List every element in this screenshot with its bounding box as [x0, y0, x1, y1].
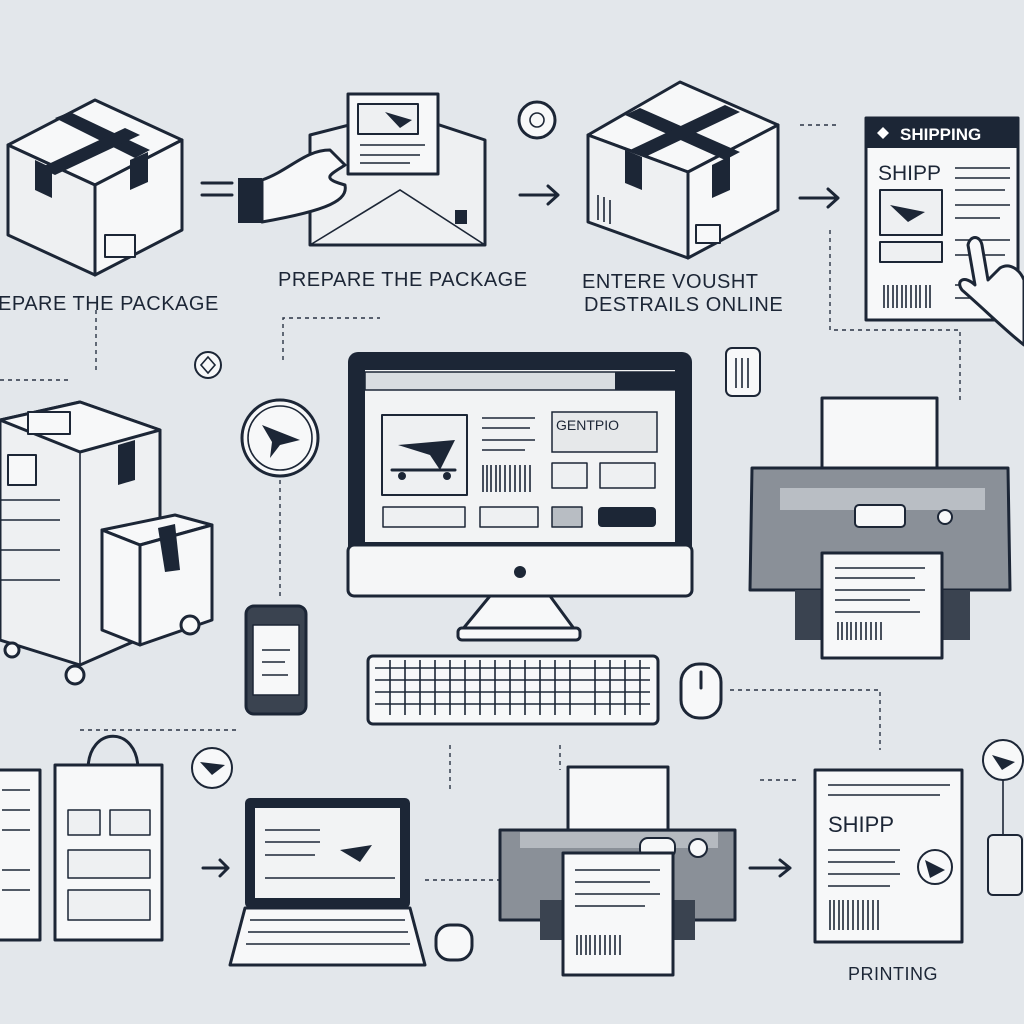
- delivery-cart-with-boxes: [0, 400, 214, 686]
- printer-bottom: [498, 765, 737, 977]
- screen-field-2[interactable]: [479, 506, 539, 528]
- shopping-bag: [53, 734, 164, 942]
- shipping-form-header: SHIPPING: [900, 125, 981, 144]
- arrow-2: [518, 184, 560, 206]
- package-box-1: [6, 98, 184, 277]
- connector-lines: [0, 124, 961, 881]
- arrow-3: [798, 187, 840, 209]
- luggage-tag-icon: [982, 739, 1024, 896]
- package-box-2: [586, 80, 780, 260]
- plane-badge-icon: [191, 747, 233, 789]
- location-pin-icon: [517, 100, 557, 140]
- printer-right: [748, 396, 1012, 660]
- arrow-4: [201, 858, 230, 878]
- keyboard: [366, 654, 660, 726]
- mouse-small: [434, 923, 474, 962]
- document-stack: [0, 768, 42, 942]
- screen-field[interactable]: [382, 506, 466, 528]
- clock-plane-icon: [240, 398, 320, 478]
- screen-cancel-button[interactable]: [551, 506, 583, 528]
- desktop-monitor: GENTPIO: [346, 352, 694, 642]
- shipping-label-title: SHIPP: [828, 812, 894, 837]
- shipping-form-title: SHIPP: [878, 162, 941, 185]
- step-label-enter-details-line2: DESTRAILS ONLINE: [584, 294, 783, 316]
- mouse: [679, 662, 723, 720]
- diamond-pin-icon: [194, 351, 222, 379]
- screen-submit-button[interactable]: [598, 507, 656, 527]
- screen-button-b[interactable]: [599, 462, 656, 489]
- step-label-enter-details-line1: ENTERE VOUSHT: [582, 271, 759, 293]
- shipping-label-document: SHIPP: [813, 768, 964, 944]
- step-label-prepare-package-cut: EPARE THE PACKAGE: [0, 293, 219, 315]
- arrow-1: [200, 181, 234, 197]
- screen-form-title: GENTPIO: [556, 417, 619, 433]
- laptop: [228, 798, 427, 967]
- smartphone-icon: [244, 604, 308, 716]
- arrow-5: [748, 858, 792, 878]
- step-label-prepare-package: PREPARE THE PACKAGE: [278, 269, 528, 291]
- step-label-printing: PRINTING: [848, 964, 938, 984]
- document-icon: [725, 347, 761, 397]
- pointing-hand-cursor-icon: [958, 236, 1024, 347]
- screen-button-a[interactable]: [551, 462, 588, 489]
- hand-envelope-illustration: [238, 92, 487, 247]
- barcode-icon: [883, 285, 931, 308]
